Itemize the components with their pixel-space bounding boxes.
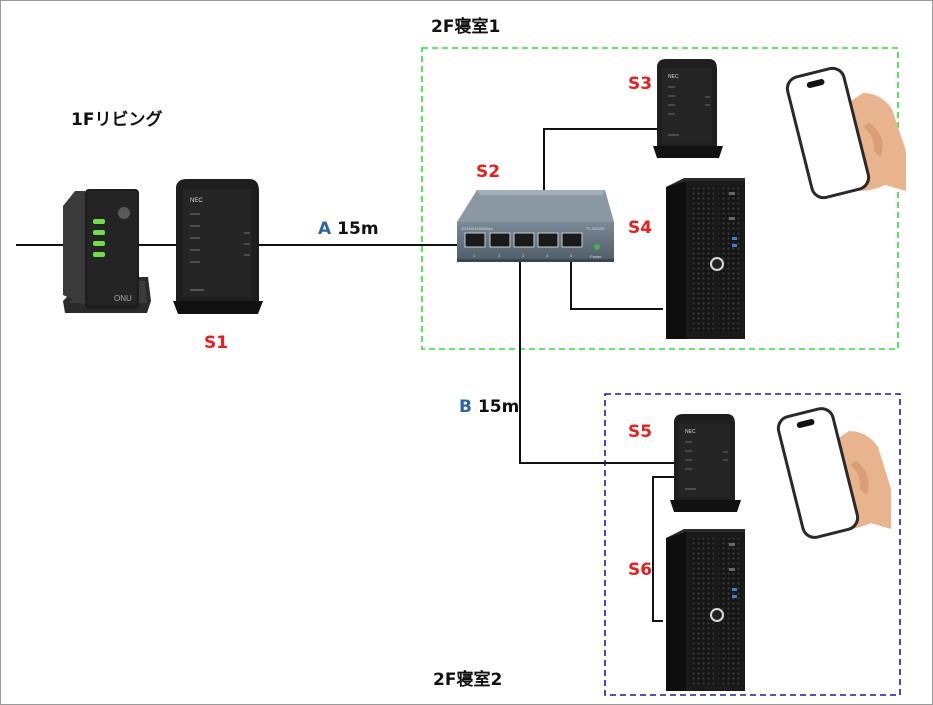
device-label-s4: S4 (628, 218, 653, 238)
switch-port-4: 4 (546, 253, 549, 258)
switch-port-1: 1 (473, 253, 476, 258)
cable-b (519, 245, 681, 464)
bedroom1-zone (421, 47, 899, 350)
cable-b-letter: B (459, 397, 472, 417)
wifi-router-icon-s1: NEC (173, 179, 263, 314)
switch-model: TL-SG105 (586, 226, 605, 231)
router-brand-s5: NEC (685, 429, 696, 435)
s5-to-s6-cable (652, 476, 681, 622)
wifi-router-icon-s3: NEC (653, 59, 723, 158)
smartphone-icon-bedroom1 (785, 66, 906, 200)
onu-icon: ONU (63, 189, 151, 313)
switch-icon: 10/100/1000Mbps TL-SG105 1 2 3 4 5 Power (457, 190, 614, 262)
router-brand-s3: NEC (668, 74, 679, 80)
wifi-router-icon-s5: NEC (670, 414, 741, 512)
bedroom2-zone (604, 393, 901, 696)
device-label-s2: S2 (476, 162, 501, 182)
switch-port-2: 2 (498, 253, 501, 258)
room-label-living: 1Fリビング (71, 110, 163, 130)
switch-power-label: Power (590, 254, 602, 259)
onu-label: ONU (114, 294, 132, 303)
cables (16, 128, 681, 622)
cable-a-letter: A (318, 219, 332, 239)
cable-a-length: 15m (337, 219, 379, 239)
smartphone-icon-bedroom2 (776, 407, 891, 539)
device-label-s5: S5 (628, 422, 653, 442)
device-label-s6: S6 (628, 560, 653, 580)
tower-pc-icon-s6 (666, 529, 745, 691)
switch-port-3: 3 (522, 253, 525, 258)
room-label-bedroom1: 2F寝室1 (431, 17, 501, 37)
device-label-s1: S1 (204, 333, 229, 353)
tower-pc-icon-s4 (666, 178, 745, 339)
cable-b-length: 15m (477, 397, 520, 417)
device-label-s3: S3 (628, 74, 653, 94)
switch-port-5: 5 (570, 253, 573, 258)
s2-to-s4-cable (570, 245, 663, 310)
room-label-bedroom2: 2F寝室2 (433, 670, 503, 690)
svg-text:10/100/1000Mbps: 10/100/1000Mbps (461, 226, 493, 231)
router-brand: NEC (190, 198, 203, 204)
